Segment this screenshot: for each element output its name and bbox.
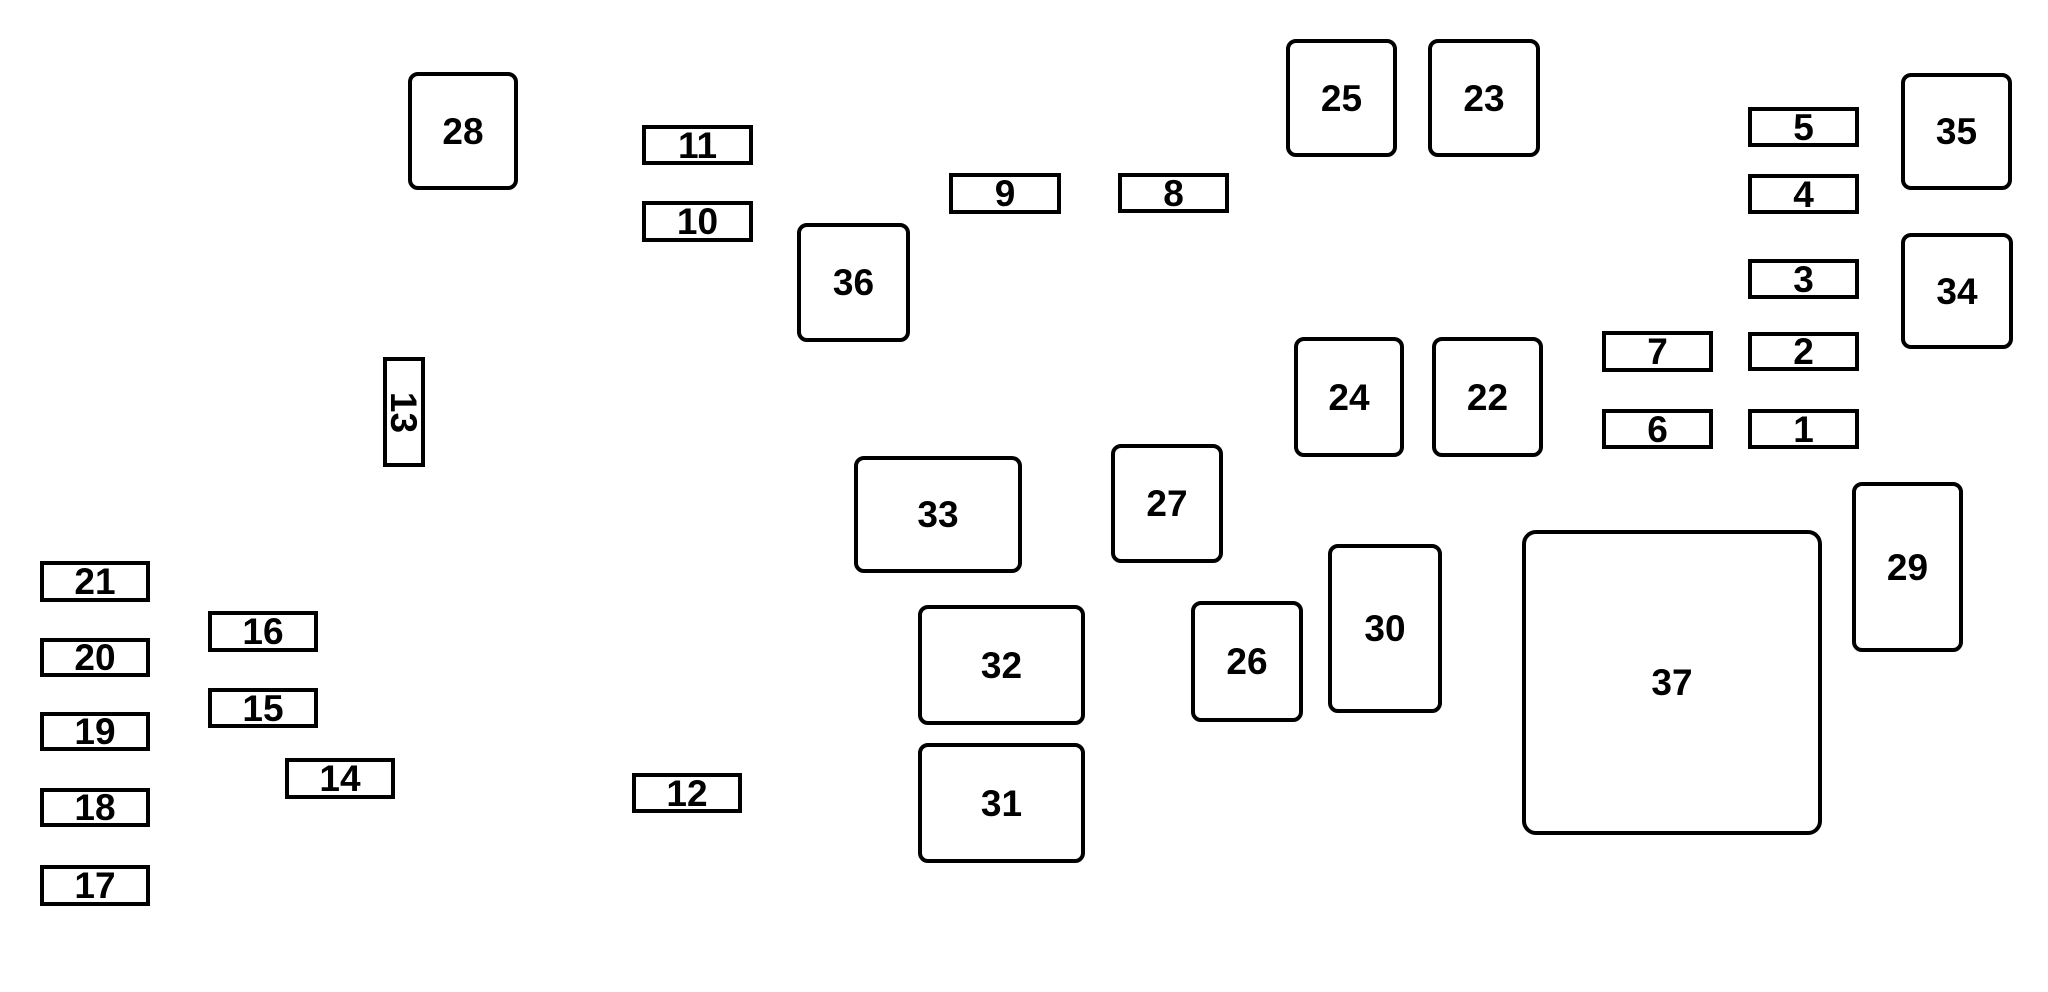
fuse-box-35: 35: [1901, 73, 2012, 190]
fuse-box-number: 31: [980, 782, 1023, 824]
fuse-box-2: 2: [1748, 332, 1859, 371]
fuse-box-8: 8: [1118, 173, 1229, 213]
fuse-box-number: 8: [1163, 172, 1184, 214]
fuse-box-number: 23: [1463, 77, 1505, 119]
fuse-box-number: 10: [676, 201, 719, 242]
fuse-box-25: 25: [1286, 39, 1397, 157]
fuse-box-number: 19: [74, 711, 116, 752]
fuse-box-number: 18: [74, 787, 116, 828]
fuse-box-number: 26: [1226, 641, 1268, 682]
fuse-box-1: 1: [1748, 409, 1859, 449]
fuse-box-11: 11: [642, 125, 753, 165]
fuse-box-number: 22: [1466, 376, 1509, 418]
fuse-box-12: 12: [632, 773, 742, 813]
fuse-box-number: 6: [1647, 408, 1668, 450]
fuse-box-3: 3: [1748, 259, 1859, 299]
fuse-box-number: 21: [74, 561, 116, 602]
fuse-box-30: 30: [1328, 544, 1442, 713]
fuse-box-27: 27: [1111, 444, 1223, 563]
fuse-box-number: 11: [677, 124, 718, 166]
fuse-box-15: 15: [208, 688, 318, 728]
fuse-box-16: 16: [208, 611, 318, 652]
fuse-box-21: 21: [40, 561, 150, 602]
fuse-box-6: 6: [1602, 409, 1713, 449]
fuse-box-18: 18: [40, 788, 150, 827]
fuse-box-26: 26: [1191, 601, 1303, 722]
fuse-box-number: 29: [1886, 546, 1929, 588]
fuse-box-10: 10: [642, 201, 753, 242]
fuse-box-number: 15: [242, 687, 284, 729]
fuse-box-36: 36: [797, 223, 910, 342]
fuse-box-number: 2: [1793, 331, 1814, 372]
fuse-box-19: 19: [40, 712, 150, 751]
fuse-box-32: 32: [918, 605, 1085, 725]
fuse-box-number: 3: [1793, 258, 1814, 300]
fuse-box-14: 14: [285, 758, 395, 799]
fuse-box-33: 33: [854, 456, 1022, 573]
fuse-box-17: 17: [40, 865, 150, 906]
fuse-box-7: 7: [1602, 331, 1713, 372]
fuse-box-9: 9: [949, 173, 1061, 214]
fuse-box-34: 34: [1901, 233, 2013, 349]
fuse-box-13: 13: [383, 357, 425, 467]
fuse-box-24: 24: [1294, 337, 1404, 457]
fuse-box-number: 28: [442, 110, 484, 152]
fuse-box-number: 34: [1936, 270, 1978, 312]
fuse-box-number: 9: [994, 173, 1016, 214]
fuse-box-20: 20: [40, 638, 150, 677]
fuse-box-number: 5: [1793, 106, 1814, 148]
fuse-box-number: 14: [319, 758, 361, 799]
fuse-box-4: 4: [1748, 174, 1859, 214]
fuse-box-number: 36: [832, 262, 875, 303]
fuse-box-number: 32: [980, 644, 1023, 686]
fuse-box-number: 37: [1651, 662, 1693, 703]
fuse-box-number: 4: [1793, 173, 1814, 215]
fuse-box-number: 33: [917, 494, 959, 535]
fuse-box-number: 13: [383, 391, 425, 433]
fuse-box-number: 27: [1146, 483, 1188, 524]
fuse-box-number: 24: [1328, 376, 1370, 418]
fuse-box-31: 31: [918, 743, 1085, 863]
fuse-box-5: 5: [1748, 107, 1859, 147]
fuse-box-22: 22: [1432, 337, 1543, 457]
fuse-box-number: 35: [1935, 111, 1978, 152]
fuse-box-number: 20: [74, 637, 116, 678]
fuse-box-23: 23: [1428, 39, 1540, 157]
fuse-box-28: 28: [408, 72, 518, 190]
fuse-box-number: 30: [1364, 608, 1406, 649]
fuse-box-number: 12: [666, 772, 708, 814]
fuse-box-number: 17: [74, 865, 116, 906]
fuse-box-number: 16: [242, 611, 284, 652]
fuse-box-number: 1: [1793, 408, 1814, 450]
fuse-box-29: 29: [1852, 482, 1963, 652]
fuse-box-37: 37: [1522, 530, 1822, 835]
fuse-box-number: 25: [1320, 77, 1363, 119]
fuse-box-number: 7: [1647, 331, 1668, 372]
